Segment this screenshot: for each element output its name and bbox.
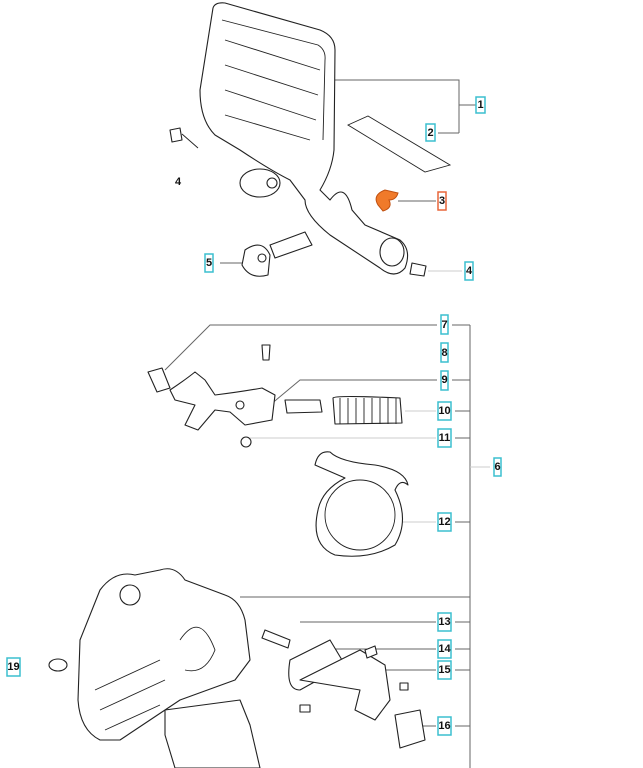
brake-mechanism (147, 344, 403, 448)
leader-lines (164, 79, 490, 768)
highlighted-part-3 (375, 189, 399, 212)
svg-text:10: 10 (438, 405, 450, 417)
callout-8[interactable]: 8 (440, 342, 449, 363)
callout-15[interactable]: 15 (437, 660, 452, 680)
svg-text:6: 6 (494, 461, 500, 473)
svg-text:5: 5 (206, 257, 212, 269)
brake-band (314, 451, 409, 557)
svg-text:8: 8 (441, 347, 447, 359)
callout-7[interactable]: 7 (440, 314, 449, 335)
washer-part-5 (241, 231, 313, 277)
callout-3[interactable]: 3 (437, 191, 447, 211)
svg-text:12: 12 (438, 516, 450, 528)
svg-text:3: 3 (439, 195, 445, 207)
clutch-cover (48, 568, 261, 768)
callout-16[interactable]: 16 (437, 716, 452, 736)
callout-14[interactable]: 14 (437, 639, 452, 659)
callout-9[interactable]: 9 (440, 370, 449, 391)
callout-12[interactable]: 12 (437, 512, 452, 532)
svg-text:16: 16 (438, 720, 450, 732)
svg-text:4: 4 (466, 265, 473, 277)
decal (347, 115, 452, 173)
callout-10[interactable]: 10 (437, 401, 452, 421)
svg-text:15: 15 (438, 664, 450, 676)
chain-brake-handle (199, 2, 409, 275)
svg-text:13: 13 (438, 616, 450, 628)
svg-text:9: 9 (441, 374, 447, 386)
callout-1[interactable]: 1 (475, 96, 486, 114)
callout-4[interactable]: 4 (464, 261, 474, 281)
svg-text:14: 14 (438, 643, 451, 655)
svg-text:19: 19 (7, 661, 19, 673)
callout-11[interactable]: 11 (437, 428, 452, 448)
callout-4-plain: 4 (175, 176, 182, 188)
svg-text:11: 11 (439, 432, 451, 444)
callout-13[interactable]: 13 (437, 612, 452, 632)
screw-icon (169, 127, 427, 277)
callout-2[interactable]: 2 (425, 123, 436, 142)
svg-text:2: 2 (427, 127, 433, 139)
chain-catcher-parts (261, 629, 426, 749)
svg-text:7: 7 (441, 319, 447, 331)
svg-text:1: 1 (477, 99, 483, 111)
callout-6[interactable]: 6 (493, 457, 502, 477)
callout-5[interactable]: 5 (204, 253, 214, 273)
callout-19[interactable]: 19 (6, 657, 21, 677)
